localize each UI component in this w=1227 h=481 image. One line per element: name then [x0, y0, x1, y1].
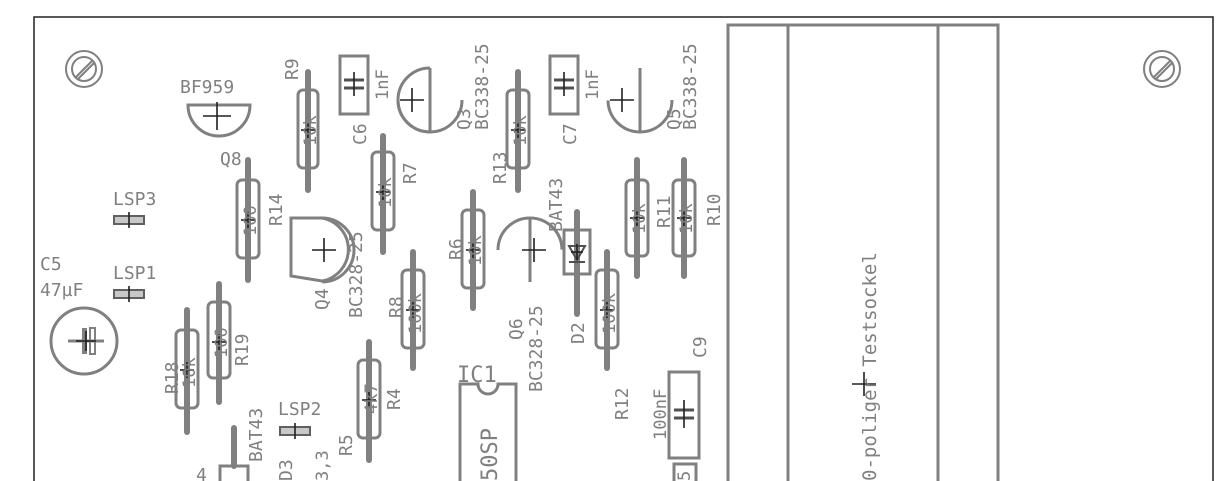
q4-label: Q4: [312, 288, 333, 310]
jumper-lsp2: LSP2: [278, 399, 321, 439]
bat43-right-label: BAT43: [546, 178, 567, 232]
c5-label: C5: [40, 254, 62, 275]
ic1: IC1 50SP: [457, 363, 518, 481]
resistor-r5: R5 3,3: [313, 434, 357, 481]
r4-value: 4k7: [362, 383, 382, 414]
mounting-hole-left: [65, 50, 103, 88]
resistor-r19: 100 R19: [206, 281, 253, 405]
r8-value: 100k: [406, 293, 426, 334]
ic1-label: IC1: [457, 363, 497, 388]
r7-value: 10k: [376, 177, 396, 208]
capacitor-c7: 1nF C7: [548, 54, 603, 145]
q6-type: BC328-25: [526, 305, 547, 392]
resistor-r13: 10k R13: [490, 69, 531, 193]
socket-label: 0-poliger Testsockel: [859, 252, 881, 481]
board-outline: [33, 16, 1214, 481]
c9-value: 100nF: [651, 389, 671, 440]
r8-label: R8: [386, 296, 407, 318]
r19-label: R19: [232, 333, 253, 366]
r4-label: R4: [384, 388, 405, 410]
c9-label: C9: [690, 336, 711, 358]
test-socket: 0-poliger Testsockel: [726, 23, 1000, 481]
r12-label: R12: [612, 387, 633, 420]
r13-value: 10k: [511, 115, 531, 146]
mounting-hole-right: [1143, 50, 1181, 88]
resistor-r14: 100 R14: [235, 157, 287, 283]
r9-label: R9: [282, 58, 303, 80]
resistor-r7: 10k R7: [370, 133, 421, 255]
lsp2-label: LSP2: [278, 399, 321, 420]
jumper-lsp3: LSP3: [113, 189, 156, 228]
c6-value: 1nF: [373, 69, 393, 100]
transistor-q3: Q3 BC338-25: [396, 43, 493, 134]
r13-label: R13: [490, 151, 511, 184]
r11-value: 10k: [630, 203, 650, 234]
r5-value: 3,3: [313, 450, 333, 481]
resistor-r6: 10k R6: [446, 189, 486, 311]
d2-label: D2: [568, 322, 589, 344]
r19-value: 100: [212, 327, 232, 358]
partial-label-left: 4: [196, 465, 207, 481]
transistor-q6: Q6 BC328-25: [496, 216, 564, 392]
q4-type: BC328-25: [346, 231, 367, 318]
c7-label: C7: [560, 123, 581, 145]
jumper-lsp1: LSP1: [113, 263, 156, 302]
lsp1-label: LSP1: [113, 263, 156, 284]
r14-value: 100: [241, 205, 261, 236]
q5-label: Q5: [664, 108, 685, 130]
r10-value: 10k: [677, 203, 697, 234]
diode-d2: BAT43 D2: [546, 178, 592, 344]
r14-label: R14: [266, 193, 287, 226]
q3-type: BC338-25: [472, 43, 493, 130]
capacitor-c6: 1nF C6: [338, 54, 393, 145]
q8-type-label: BF959: [180, 77, 234, 98]
resistor-r18: 10k R18: [162, 307, 200, 435]
transistor-q8: BF959 Q8: [180, 77, 252, 170]
r7-label: R7: [400, 162, 421, 184]
ic1-part: 50SP: [478, 428, 503, 481]
diode-d3: D3 BAT43 4: [196, 408, 297, 481]
r5-label: R5: [336, 434, 357, 456]
r9-value: 10k: [301, 115, 321, 146]
resistor-r9: 10k R9: [282, 58, 321, 193]
c6-label: C6: [350, 123, 371, 145]
q6-label: Q6: [506, 318, 527, 340]
q5-type: BC338-25: [680, 43, 701, 130]
resistor-r4: 4k7 R4: [356, 339, 405, 463]
d3-label: D3: [276, 459, 297, 481]
resistor-r11: 10k R11: [624, 157, 675, 279]
lsp3-label: LSP3: [113, 189, 156, 210]
r6-value: 10k: [466, 235, 486, 266]
r6-label: R6: [446, 238, 467, 260]
r11-label: R11: [654, 195, 675, 228]
capacitor-c9: C9 100nF 5: [651, 336, 711, 481]
r18-value: 10k: [180, 357, 200, 388]
r18-label: R18: [162, 361, 183, 394]
transistor-q4: Q4 BC328-25: [288, 216, 367, 318]
bat43-left-label: BAT43: [246, 408, 267, 462]
c7-value: 1nF: [583, 69, 603, 100]
resistor-r8: 100k R8: [386, 249, 426, 371]
resistor-r10: 10k R10: [671, 157, 725, 279]
resistor-r12: 100k R12: [594, 249, 633, 420]
r10-label: R10: [704, 193, 725, 226]
c9-bottom-label: 5: [675, 471, 695, 481]
q8-label: Q8: [220, 149, 242, 170]
q3-label: Q3: [454, 108, 475, 130]
transistor-q5: Q5 BC338-25: [606, 43, 701, 134]
r12-value: 100k: [600, 293, 620, 334]
capacitor-c5: C5 47µF: [40, 254, 119, 376]
c5-value: 47µF: [40, 280, 83, 301]
